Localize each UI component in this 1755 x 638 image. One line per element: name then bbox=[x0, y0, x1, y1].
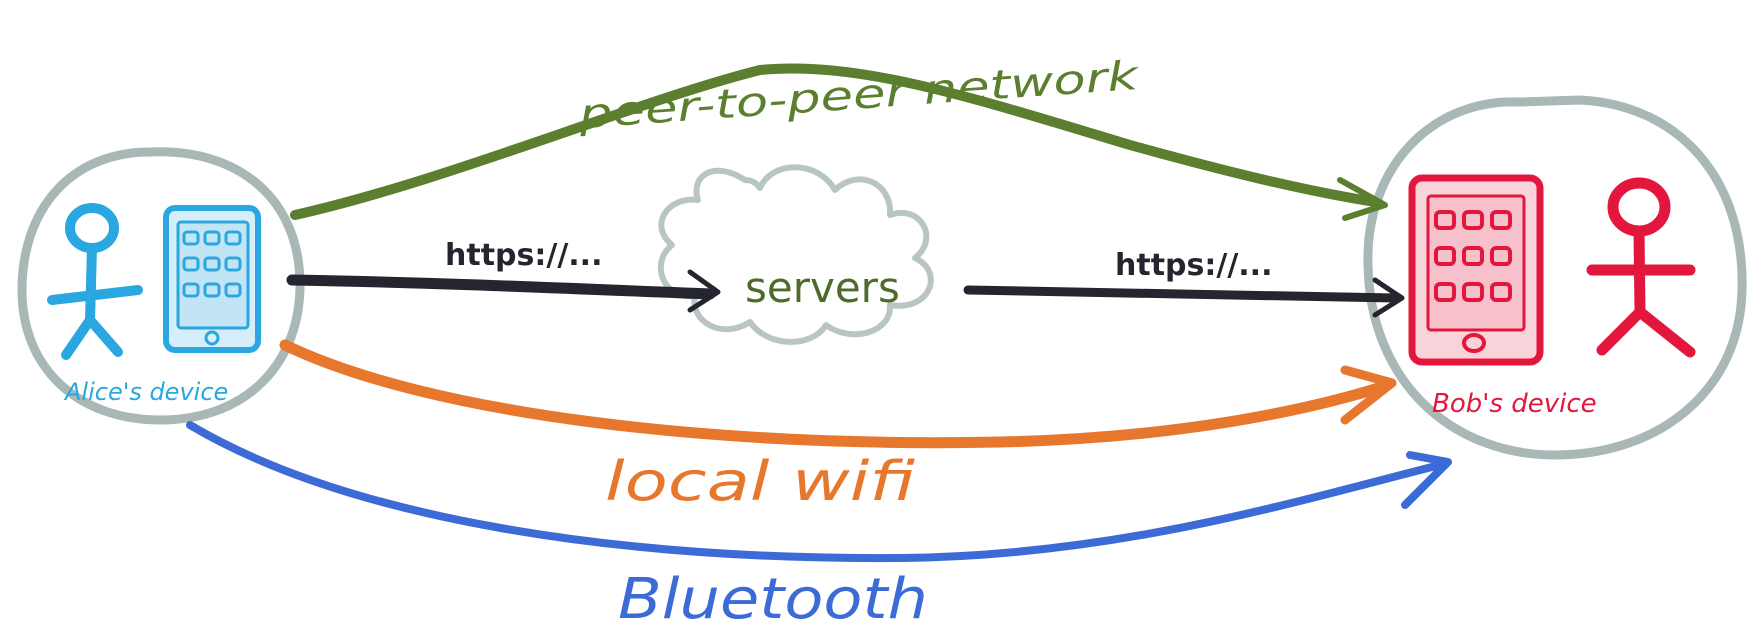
https-label-left: https://... bbox=[445, 238, 602, 273]
alice-tablet-icon bbox=[163, 205, 261, 353]
https-arrow-right bbox=[963, 277, 1405, 318]
servers-cloud bbox=[657, 164, 934, 345]
bob-tablet-icon bbox=[1408, 174, 1544, 366]
bob-device-label: Bob's device bbox=[1432, 389, 1597, 419]
alice-person-icon bbox=[47, 203, 143, 360]
servers-label: servers bbox=[745, 263, 900, 312]
bob-node-circle bbox=[1363, 95, 1747, 460]
peer-to-peer-arrow bbox=[290, 63, 1388, 221]
https-label-right: https://... bbox=[1115, 248, 1272, 283]
local-wifi-label: local wifi bbox=[605, 450, 915, 513]
bluetooth-label: Bluetooth bbox=[618, 567, 928, 632]
bluetooth-arrow bbox=[186, 421, 1452, 563]
bob-person-icon bbox=[1586, 177, 1696, 358]
local-wifi-arrow bbox=[279, 339, 1397, 449]
alice-node-circle bbox=[17, 147, 305, 425]
https-arrow-left bbox=[286, 269, 721, 313]
alice-device-label: Alice's device bbox=[63, 378, 228, 406]
